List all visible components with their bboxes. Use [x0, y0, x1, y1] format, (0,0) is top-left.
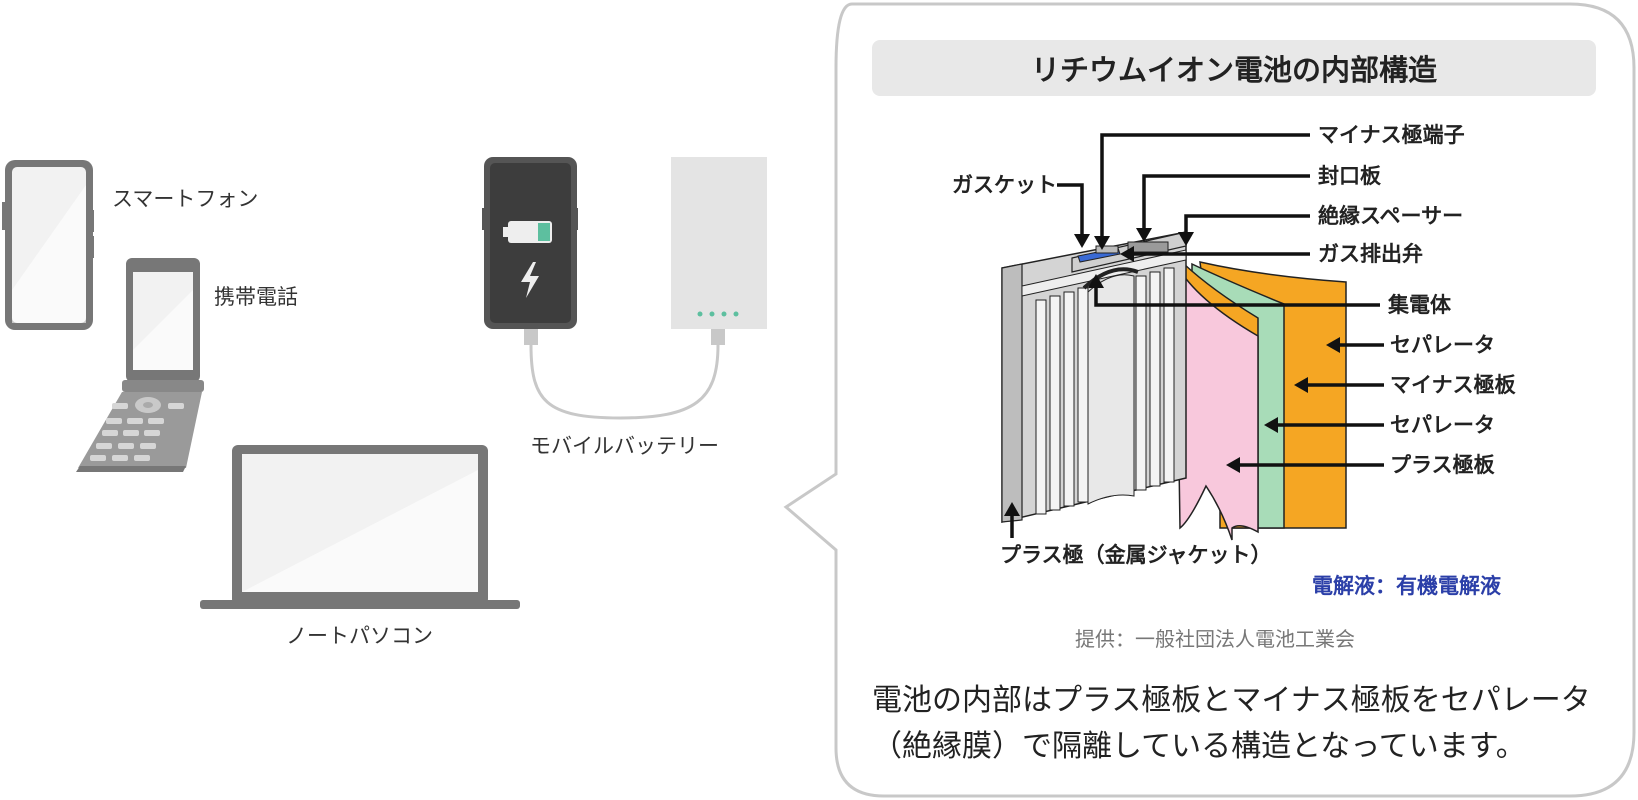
credit-text: 提供：一般社団法人電池工業会 — [1075, 627, 1355, 651]
battery-level-icon — [503, 221, 552, 243]
smartphone-label: スマートフォン — [112, 187, 259, 211]
metal-jacket — [1001, 231, 1187, 523]
feature-phone-illustration — [76, 258, 204, 472]
laptop-illustration — [200, 445, 520, 609]
feature-phone-label: 携帯電話 — [214, 285, 298, 309]
label-gas-vent: ガス排出弁 — [1318, 242, 1423, 266]
mobile-battery-label: モバイルバッテリー — [530, 434, 719, 458]
label-separator-2: セパレータ — [1390, 413, 1495, 437]
mobile-battery-illustration — [671, 157, 767, 345]
label-negative-terminal: マイナス極端子 — [1318, 123, 1465, 147]
laptop-label: ノートパソコン — [286, 624, 433, 648]
label-gasket: ガスケット — [952, 173, 1057, 197]
label-positive-case: プラス極（金属ジャケット） — [1000, 543, 1272, 567]
charging-phone-illustration — [482, 157, 720, 420]
label-current-collector: 集電体 — [1388, 293, 1451, 317]
label-separator-1: セパレータ — [1390, 333, 1495, 357]
lightning-icon — [521, 262, 539, 298]
leader-lines — [1010, 133, 1384, 538]
description-text: 電池の内部はプラス極板とマイナス極板をセパレータ（絶縁膜）で隔離している構造とな… — [872, 683, 1591, 764]
panel-title: リチウムイオン電池の内部構造 — [872, 40, 1596, 96]
smartphone-illustration — [2, 160, 94, 330]
devices-illustration — [2, 157, 767, 609]
label-negative-plate: マイナス極板 — [1390, 373, 1516, 397]
electrolyte-label: 電解液：有機電解液 — [1312, 574, 1501, 598]
label-insulating-spacer: 絶縁スペーサー — [1318, 204, 1464, 228]
leader-arrowheads — [1004, 228, 1340, 516]
label-positive-plate: プラス極板 — [1390, 453, 1495, 477]
label-sealing-plate: 封口板 — [1318, 164, 1381, 188]
